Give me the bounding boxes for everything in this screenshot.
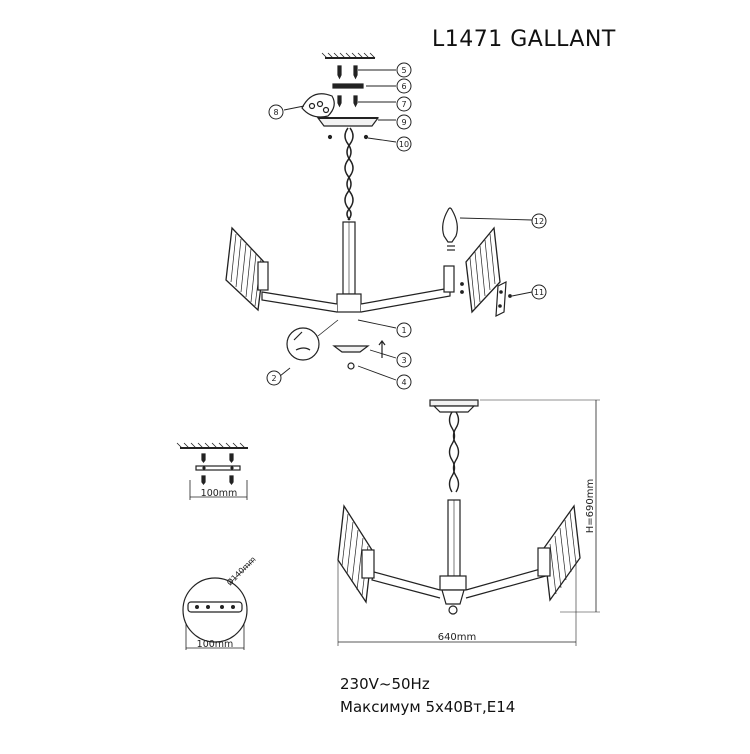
callout-12: 12 [534, 217, 544, 226]
callout-numbers: 5 6 7 8 9 10 12 11 1 2 3 4 [271, 66, 544, 387]
canopy-detail: 100mm Ø140mm [182, 554, 258, 650]
callout-5: 5 [401, 66, 406, 75]
canopy-bracket-width-label: 100mm [197, 639, 234, 650]
callout-6: 6 [401, 82, 406, 91]
exploded-view [225, 52, 512, 370]
assembled-view: H=690mm 640mm [337, 399, 600, 646]
callout-circles [266, 62, 547, 390]
height-dimension-label: H=690mm [585, 479, 596, 533]
callout-2: 2 [271, 374, 276, 383]
callout-7: 7 [401, 100, 406, 109]
voltage-spec: 230V~50Hz [340, 675, 430, 693]
callout-10: 10 [399, 140, 409, 149]
bracket-detail: 100mm [176, 442, 248, 500]
callout-11: 11 [534, 288, 544, 297]
power-spec: Максимум 5x40Вт,E14 [340, 698, 516, 716]
callouts [279, 69, 533, 381]
width-dimension-label: 640mm [438, 632, 477, 643]
callout-1: 1 [401, 326, 406, 335]
callout-3: 3 [401, 356, 406, 365]
callout-4: 4 [401, 378, 406, 387]
product-title: L1471 GALLANT [432, 27, 616, 52]
callout-9: 9 [401, 118, 406, 127]
callout-8: 8 [273, 108, 278, 117]
bracket-width-label: 100mm [201, 488, 238, 499]
canopy-diameter-label: Ø140mm [224, 554, 257, 587]
